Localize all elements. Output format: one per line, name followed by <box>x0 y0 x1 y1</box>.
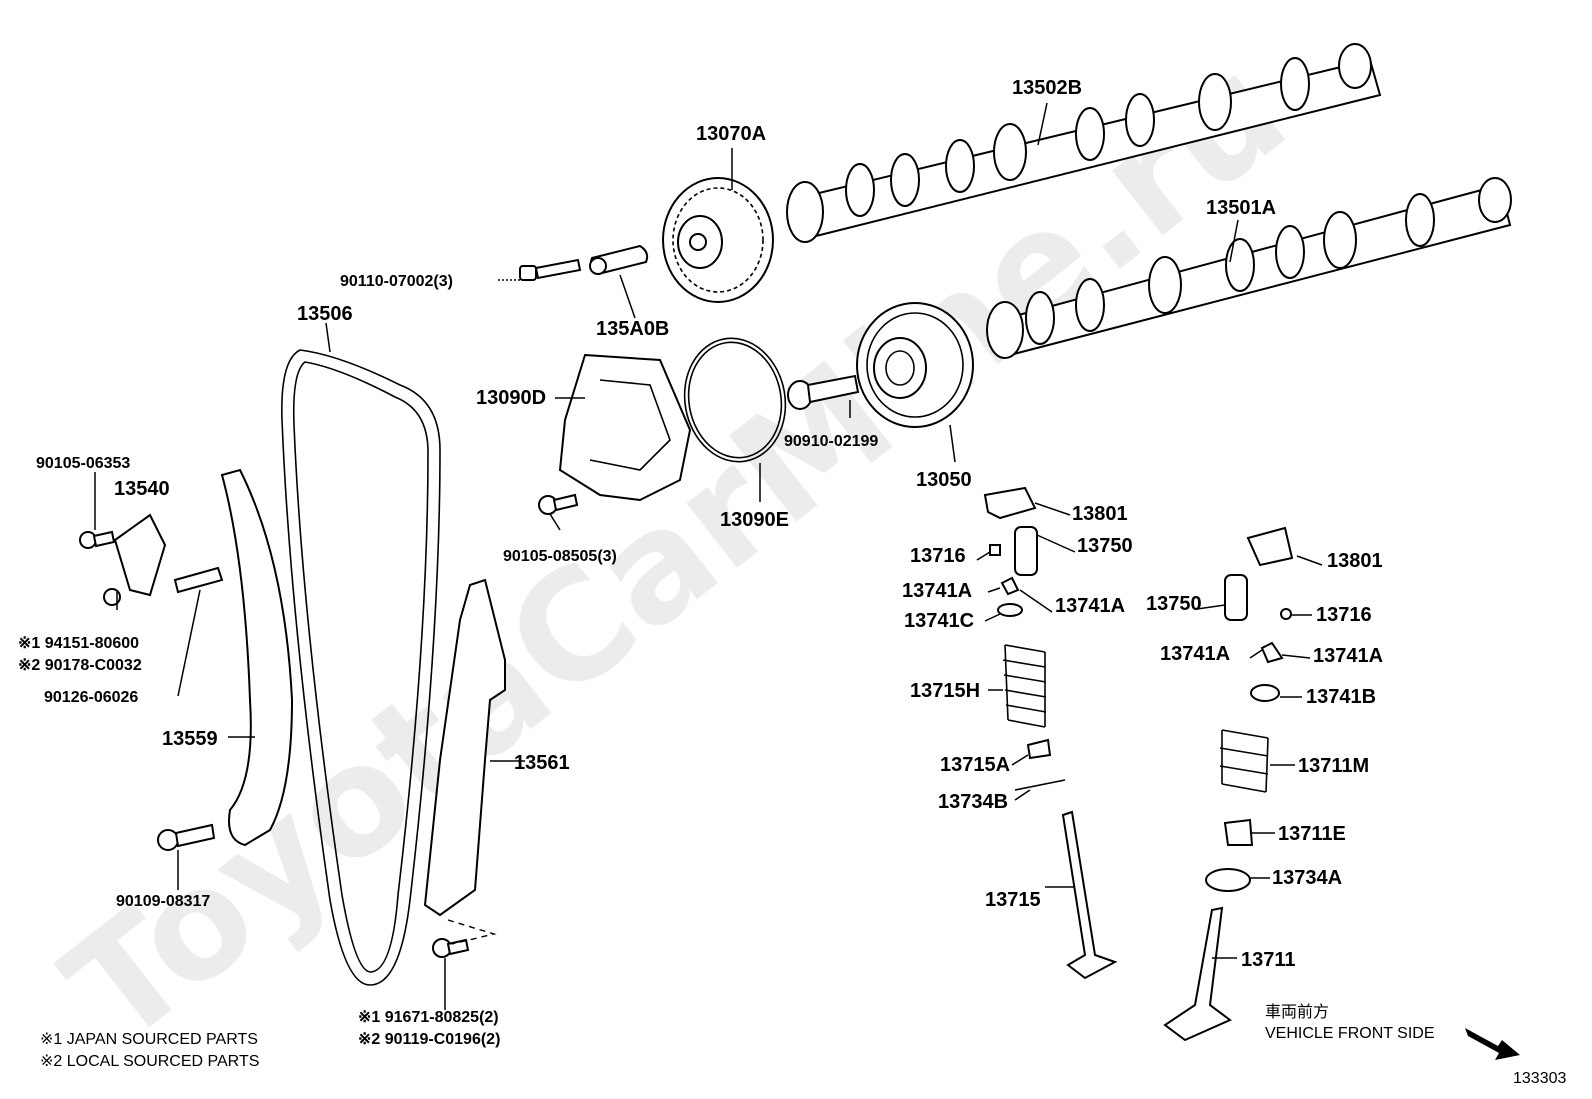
valve-keeper-13741A-c[interactable] <box>1260 641 1284 664</box>
label-13716-b[interactable]: 13716 <box>1316 604 1372 626</box>
rocker-arm-13801-b[interactable] <box>1246 526 1294 567</box>
label-94151-80600[interactable]: ※1 94151-80600 <box>18 635 139 652</box>
label-13741A-c[interactable]: 13741A <box>1160 643 1230 665</box>
label-13090D[interactable]: 13090D <box>476 387 546 409</box>
label-13711E[interactable]: 13711E <box>1278 823 1346 845</box>
label-13801-b[interactable]: 13801 <box>1327 550 1383 572</box>
label-90119-C0196[interactable]: ※2 90119-C0196(2) <box>358 1031 500 1048</box>
seat-13715A[interactable] <box>1026 738 1052 760</box>
chain-tensioner-13540[interactable] <box>113 513 167 597</box>
timing-chain-13506[interactable] <box>281 349 441 986</box>
label-13711[interactable]: 13711 <box>1241 949 1296 971</box>
label-13715A[interactable]: 13715A <box>940 754 1010 776</box>
label-91671-80825[interactable]: ※1 91671-80825(2) <box>358 1009 499 1026</box>
gasket-13090E[interactable] <box>675 330 795 469</box>
label-90178-C0032[interactable]: ※2 90178-C0032 <box>18 657 142 674</box>
camshaft-timing-gear-13070A[interactable] <box>662 177 774 303</box>
label-135A0B[interactable]: 135A0B <box>596 318 669 340</box>
valve-guide-13716-a[interactable] <box>989 544 1001 556</box>
label-13741A-a[interactable]: 13741A <box>902 580 972 602</box>
label-90109-08317[interactable]: 90109-08317 <box>116 893 210 910</box>
retainer-13741C[interactable] <box>997 603 1023 617</box>
intake-camshaft[interactable] <box>986 177 1512 359</box>
lash-adjuster-13750-a[interactable] <box>1014 526 1038 576</box>
retainer-13741B[interactable] <box>1250 684 1280 702</box>
label-13070A[interactable]: 13070A <box>696 123 766 145</box>
label-13741A-b[interactable]: 13741A <box>1055 595 1125 617</box>
label-13741C[interactable]: 13741C <box>904 610 974 632</box>
figure-number: 133303 <box>1513 1070 1566 1087</box>
seal-13734B[interactable] <box>1014 779 1066 791</box>
nut-94151-80600[interactable] <box>103 588 121 606</box>
label-13559[interactable]: 13559 <box>162 728 218 750</box>
label-90126-06026[interactable]: 90126-06026 <box>44 689 138 706</box>
seal-13711E[interactable] <box>1223 818 1254 846</box>
direction-label-jp: 車両前方 <box>1265 1003 1329 1021</box>
label-90105-08505[interactable]: 90105-08505(3) <box>503 548 617 565</box>
label-13716-a[interactable]: 13716 <box>910 545 966 567</box>
bolt-90110-07002[interactable] <box>519 258 582 281</box>
label-13506[interactable]: 13506 <box>297 303 353 325</box>
label-13741A-d[interactable]: 13741A <box>1313 645 1383 667</box>
valve-13715[interactable] <box>1061 810 1118 980</box>
label-13750-a[interactable]: 13750 <box>1077 535 1133 557</box>
valve-spring-13715H[interactable] <box>1002 644 1047 728</box>
valve-13711[interactable] <box>1163 906 1232 1042</box>
label-90910-02199[interactable]: 90910-02199 <box>784 433 878 450</box>
bolt-90109-08317[interactable] <box>157 823 216 851</box>
valve-keeper-13741A-a[interactable] <box>1000 576 1020 596</box>
label-13050[interactable]: 13050 <box>916 469 972 491</box>
label-13741B[interactable]: 13741B <box>1306 686 1376 708</box>
oil-control-valve-135A0B[interactable] <box>589 244 649 276</box>
label-13540[interactable]: 13540 <box>114 478 170 500</box>
label-13715[interactable]: 13715 <box>985 889 1041 911</box>
label-90105-06353[interactable]: 90105-06353 <box>36 455 130 472</box>
front-direction-arrow <box>1465 1028 1520 1060</box>
stud-90126-06026[interactable] <box>173 566 224 594</box>
label-90110-07002[interactable]: 90110-07002(3) <box>340 273 453 290</box>
exhaust-camshaft[interactable] <box>786 43 1382 243</box>
rocker-arm-13801-a[interactable] <box>983 486 1037 520</box>
valve-guide-13716-b[interactable] <box>1280 608 1292 620</box>
camshaft-timing-sprocket-13050[interactable] <box>856 302 974 428</box>
label-13501A[interactable]: 13501A <box>1206 197 1276 219</box>
bolt-90105-06353[interactable] <box>79 530 116 549</box>
timing-chain-cover-13090D[interactable] <box>558 353 692 502</box>
label-13750-b[interactable]: 13750 <box>1146 593 1202 615</box>
label-13734B[interactable]: 13734B <box>938 791 1008 813</box>
assembly-line-a <box>447 919 497 945</box>
washer-13734A[interactable] <box>1205 868 1251 892</box>
label-13734A[interactable]: 13734A <box>1272 867 1342 889</box>
label-13090E[interactable]: 13090E <box>720 509 789 531</box>
label-13502B[interactable]: 13502B <box>1012 77 1082 99</box>
valve-spring-13711M[interactable] <box>1219 729 1269 793</box>
label-13561[interactable]: 13561 <box>514 752 570 774</box>
note-local-sourced: ※2 LOCAL SOURCED PARTS <box>40 1053 259 1070</box>
lash-adjuster-13750-b[interactable] <box>1224 574 1248 621</box>
note-japan-sourced: ※1 JAPAN SOURCED PARTS <box>40 1031 258 1048</box>
label-13711M[interactable]: 13711M <box>1298 755 1369 777</box>
chain-tensioner-slipper-13559[interactable] <box>220 468 294 847</box>
bolt-90105-08505[interactable] <box>538 493 579 515</box>
chain-vibration-damper-13561[interactable] <box>423 578 506 917</box>
direction-label-en: VEHICLE FRONT SIDE <box>1265 1025 1435 1042</box>
leader-lines <box>94 102 1323 1010</box>
label-13801-a[interactable]: 13801 <box>1072 503 1128 525</box>
label-13715H[interactable]: 13715H <box>910 680 980 702</box>
bolt-90910-02199[interactable] <box>787 374 860 410</box>
